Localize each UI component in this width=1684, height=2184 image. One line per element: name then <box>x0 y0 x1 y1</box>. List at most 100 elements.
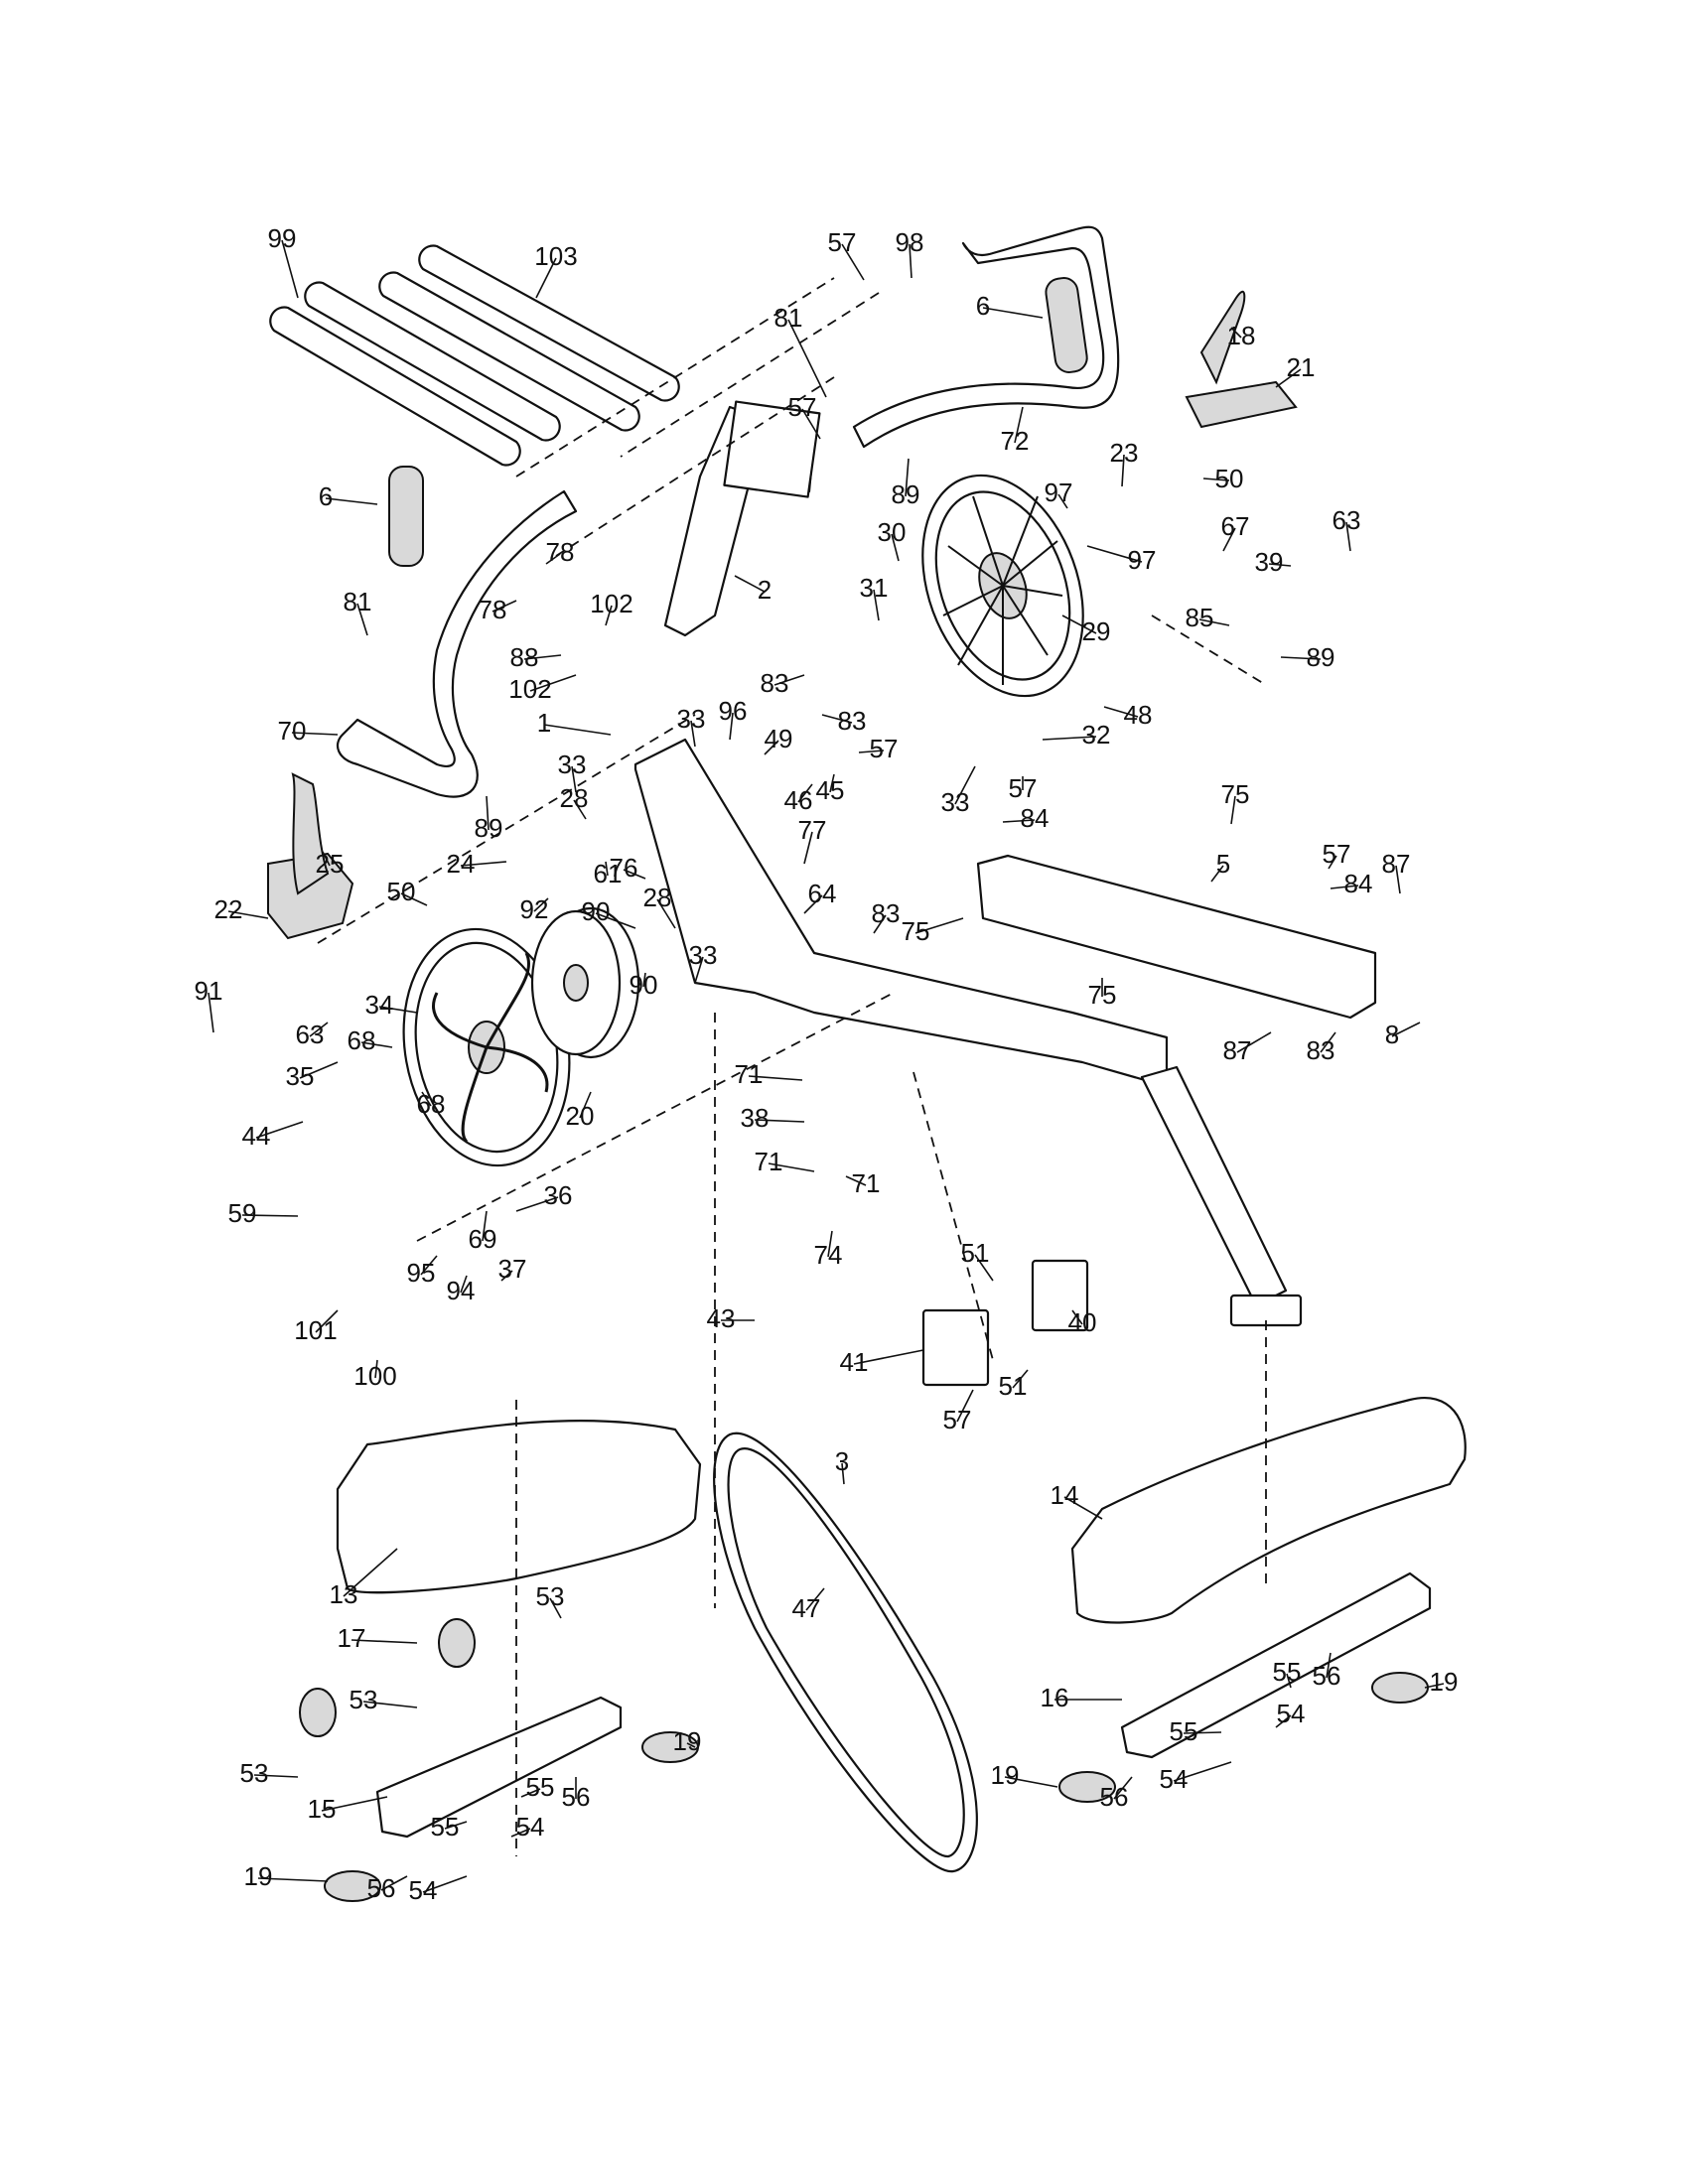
callout-16[interactable]: 16 <box>1041 1683 1122 1712</box>
callout-57f[interactable]: 57 <box>943 1389 974 1434</box>
callout-89c[interactable]: 89 <box>475 795 503 843</box>
callout-74[interactable]: 74 <box>814 1230 843 1270</box>
callout-33c[interactable]: 33 <box>941 765 976 817</box>
callout-54d[interactable]: 54 <box>409 1875 468 1905</box>
callout-30[interactable]: 30 <box>878 517 907 562</box>
callout-55b[interactable]: 55 <box>1170 1716 1222 1746</box>
callout-55d[interactable]: 55 <box>431 1812 468 1842</box>
callout-91[interactable]: 91 <box>195 976 223 1033</box>
callout-99[interactable]: 99 <box>268 223 299 299</box>
callout-77[interactable]: 77 <box>798 815 827 865</box>
callout-20[interactable]: 20 <box>566 1091 595 1131</box>
callout-102b[interactable]: 102 <box>508 674 577 704</box>
callout-50a[interactable]: 50 <box>1202 464 1243 493</box>
callout-90a[interactable]: 90 <box>582 896 636 929</box>
callout-61[interactable]: 61 <box>594 859 623 888</box>
callout-57d[interactable]: 57 <box>1009 773 1038 803</box>
callout-51a[interactable]: 51 <box>961 1238 994 1282</box>
callout-43[interactable]: 43 <box>707 1303 755 1333</box>
callout-67[interactable]: 67 <box>1221 511 1250 552</box>
callout-76[interactable]: 76 <box>610 853 646 883</box>
callout-28a[interactable]: 28 <box>560 783 589 820</box>
callout-38[interactable]: 38 <box>741 1103 805 1133</box>
callout-75a[interactable]: 75 <box>1221 779 1250 825</box>
callout-68a[interactable]: 68 <box>348 1025 393 1055</box>
callout-102a[interactable]: 102 <box>590 589 633 626</box>
callout-81a[interactable]: 81 <box>774 303 827 398</box>
callout-32[interactable]: 32 <box>1042 720 1110 750</box>
callout-17[interactable]: 17 <box>338 1623 418 1653</box>
callout-6b[interactable]: 6 <box>319 481 378 511</box>
callout-19c[interactable]: 19 <box>991 1760 1058 1790</box>
callout-78a[interactable]: 78 <box>545 537 575 567</box>
callout-53a[interactable]: 53 <box>536 1581 565 1619</box>
callout-22[interactable]: 22 <box>214 894 269 924</box>
callout-72[interactable]: 72 <box>1001 406 1030 456</box>
callout-85[interactable]: 85 <box>1186 603 1230 632</box>
callout-83d[interactable]: 83 <box>1307 1031 1336 1065</box>
callout-49[interactable]: 49 <box>764 724 793 755</box>
callout-31[interactable]: 31 <box>860 573 889 621</box>
callout-100[interactable]: 100 <box>353 1359 397 1391</box>
callout-28b[interactable]: 28 <box>643 883 676 929</box>
callout-33b[interactable]: 33 <box>558 750 587 793</box>
callout-55a[interactable]: 55 <box>1273 1657 1302 1689</box>
callout-57e[interactable]: 57 <box>1323 839 1351 870</box>
callout-95[interactable]: 95 <box>407 1255 438 1288</box>
callout-75c[interactable]: 75 <box>1088 978 1117 1010</box>
callout-25[interactable]: 25 <box>316 849 345 879</box>
callout-37[interactable]: 37 <box>498 1254 527 1284</box>
callout-84a[interactable]: 84 <box>1002 803 1049 833</box>
callout-6a[interactable]: 6 <box>976 291 1044 321</box>
callout-87a[interactable]: 87 <box>1382 849 1411 894</box>
callout-34[interactable]: 34 <box>365 990 418 1020</box>
callout-48[interactable]: 48 <box>1103 700 1152 730</box>
callout-29[interactable]: 29 <box>1061 614 1110 646</box>
callout-54c[interactable]: 54 <box>510 1812 544 1842</box>
callout-53b[interactable]: 53 <box>350 1685 418 1714</box>
callout-23[interactable]: 23 <box>1110 438 1139 487</box>
callout-19b[interactable]: 19 <box>673 1726 702 1756</box>
callout-63a[interactable]: 63 <box>1333 505 1361 552</box>
callout-35[interactable]: 35 <box>286 1061 339 1091</box>
callout-84b[interactable]: 84 <box>1330 869 1372 898</box>
callout-83a[interactable]: 83 <box>761 668 805 698</box>
callout-90b[interactable]: 90 <box>630 970 658 1000</box>
callout-55c[interactable]: 55 <box>520 1772 554 1802</box>
callout-50b[interactable]: 50 <box>387 877 428 906</box>
callout-8[interactable]: 8 <box>1385 1020 1421 1049</box>
callout-68b[interactable]: 68 <box>417 1089 446 1119</box>
callout-51b[interactable]: 51 <box>999 1369 1029 1401</box>
callout-2[interactable]: 2 <box>734 575 772 605</box>
callout-15[interactable]: 15 <box>308 1794 388 1824</box>
callout-33d[interactable]: 33 <box>689 940 718 984</box>
callout-14[interactable]: 14 <box>1051 1480 1103 1520</box>
callout-63b[interactable]: 63 <box>296 1020 329 1049</box>
callout-83c[interactable]: 83 <box>872 898 901 934</box>
callout-83b[interactable]: 83 <box>821 706 866 736</box>
callout-92[interactable]: 92 <box>520 894 549 924</box>
callout-88[interactable]: 88 <box>510 642 562 672</box>
callout-94[interactable]: 94 <box>447 1275 476 1305</box>
callout-3[interactable]: 3 <box>835 1446 849 1485</box>
callout-98[interactable]: 98 <box>896 227 924 279</box>
callout-71c[interactable]: 71 <box>845 1168 880 1198</box>
callout-78b[interactable]: 78 <box>479 595 517 624</box>
callout-87b[interactable]: 87 <box>1223 1031 1272 1065</box>
callout-101[interactable]: 101 <box>294 1309 339 1345</box>
callout-75b[interactable]: 75 <box>902 916 964 946</box>
callout-97a[interactable]: 97 <box>1045 478 1073 509</box>
callout-70[interactable]: 70 <box>278 716 339 746</box>
callout-40[interactable]: 40 <box>1068 1307 1097 1337</box>
callout-5[interactable]: 5 <box>1210 849 1230 883</box>
callout-64[interactable]: 64 <box>803 879 836 914</box>
callout-81b[interactable]: 81 <box>344 587 372 636</box>
callout-97b[interactable]: 97 <box>1086 545 1156 575</box>
callout-47[interactable]: 47 <box>792 1587 825 1623</box>
callout-24[interactable]: 24 <box>447 849 507 879</box>
callout-57b[interactable]: 57 <box>788 392 821 440</box>
callout-69[interactable]: 69 <box>469 1210 497 1254</box>
callout-56c[interactable]: 56 <box>1100 1776 1133 1812</box>
callout-89a[interactable]: 89 <box>892 458 920 509</box>
callout-13[interactable]: 13 <box>330 1548 398 1609</box>
